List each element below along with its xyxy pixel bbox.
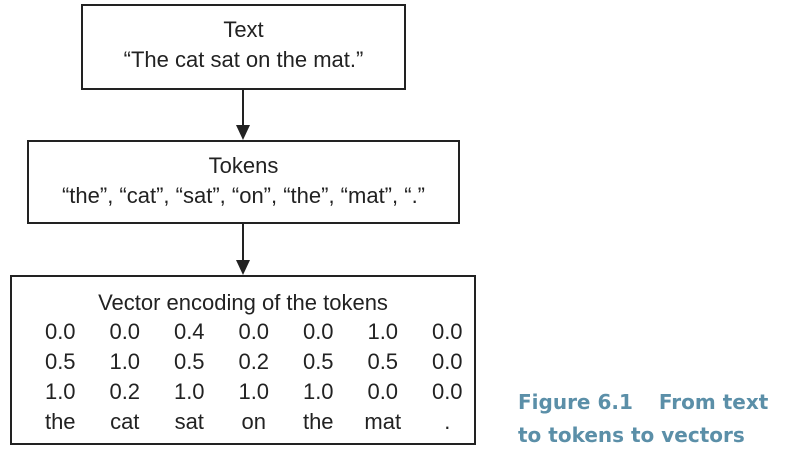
arrow-head-icon xyxy=(236,125,250,140)
figure-caption: Figure 6.1 From text to tokens to vectors xyxy=(518,386,768,452)
vector-value: 0.5 xyxy=(173,349,205,374)
arrow-head-icon xyxy=(236,260,250,275)
token-label: the xyxy=(302,409,334,434)
vector-row: 0.0 0.0 0.4 0.0 0.0 1.0 0.0 xyxy=(28,317,464,347)
token-label: mat xyxy=(364,409,402,434)
text-box-title: Text xyxy=(223,17,264,42)
arrow-text-to-tokens xyxy=(236,90,250,140)
vector-value: 1.0 xyxy=(367,319,399,344)
token-label: on xyxy=(241,409,266,434)
vector-value: 0.0 xyxy=(431,349,463,374)
vector-value: 0.0 xyxy=(431,319,463,344)
vector-value: 1.0 xyxy=(238,379,270,404)
vector-row: 1.0 0.2 1.0 1.0 1.0 0.0 0.0 xyxy=(28,377,464,407)
token-label: cat xyxy=(110,409,140,434)
arrow-tokens-to-vectors xyxy=(236,224,250,275)
caption-text-1: From text xyxy=(658,390,769,414)
vector-value: 0.0 xyxy=(238,319,270,344)
vector-row: 0.5 1.0 0.5 0.2 0.5 0.5 0.0 xyxy=(28,347,464,377)
token-label: . xyxy=(444,409,451,434)
vector-value: 0.2 xyxy=(109,379,141,404)
vector-value: 0.5 xyxy=(302,349,334,374)
figure-number: Figure 6.1 xyxy=(518,390,633,414)
vector-value: 0.5 xyxy=(367,349,399,374)
text-box: Text “The cat sat on the mat.” xyxy=(81,4,406,90)
vector-encoding-box: Vector encoding of the tokens 0.0 0.0 0.… xyxy=(10,275,476,445)
vector-value: 0.0 xyxy=(431,379,463,404)
token-label: sat xyxy=(174,409,204,434)
vector-value: 0.4 xyxy=(173,319,205,344)
vector-grid: 0.0 0.0 0.4 0.0 0.0 1.0 0.0 0.5 1.0 0.5 … xyxy=(28,317,464,437)
text-box-content: “The cat sat on the mat.” xyxy=(123,47,364,72)
arrow-shaft xyxy=(242,224,244,261)
vector-value: 0.5 xyxy=(44,349,76,374)
token-label-row: the cat sat on the mat . xyxy=(28,407,464,437)
vector-value: 0.0 xyxy=(367,379,399,404)
vector-value: 1.0 xyxy=(173,379,205,404)
vector-value: 0.0 xyxy=(302,319,334,344)
vector-value: 0.0 xyxy=(44,319,76,344)
vector-value: 1.0 xyxy=(44,379,76,404)
tokens-box-content: “the”, “cat”, “sat”, “on”, “the”, “mat”,… xyxy=(61,183,426,208)
vector-value: 1.0 xyxy=(302,379,334,404)
token-label: the xyxy=(44,409,76,434)
caption-text-2: to tokens to vectors xyxy=(518,423,745,447)
tokens-box-title: Tokens xyxy=(208,153,279,178)
vector-value: 0.2 xyxy=(238,349,270,374)
vector-value: 0.0 xyxy=(109,319,141,344)
vector-box-title: Vector encoding of the tokens xyxy=(98,290,388,315)
arrow-shaft xyxy=(242,90,244,126)
vector-value: 1.0 xyxy=(109,349,141,374)
caption-line-1: Figure 6.1 From text xyxy=(518,386,768,419)
tokens-box: Tokens “the”, “cat”, “sat”, “on”, “the”,… xyxy=(27,140,460,224)
